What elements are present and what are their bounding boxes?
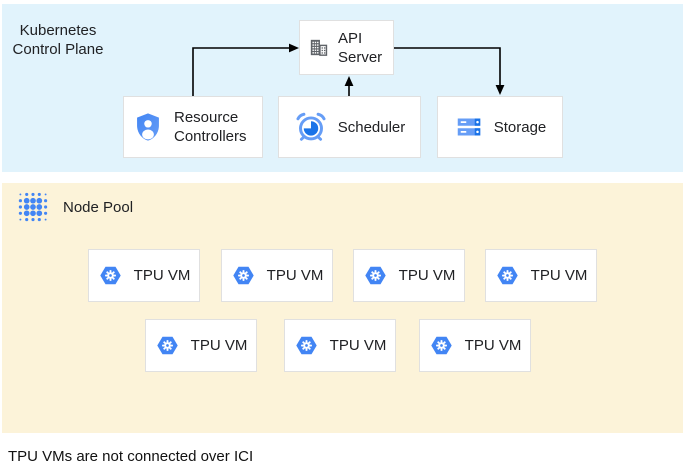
storage-label: Storage <box>493 118 547 136</box>
storage-box: Storage <box>437 96 563 158</box>
server-stack-icon <box>454 112 484 142</box>
api-server-box: API Server <box>299 20 394 75</box>
dot-cluster-icon <box>12 186 54 228</box>
tpu-hexagon-gear-icon <box>98 263 123 288</box>
tpu-vm-box: TPU VM <box>284 319 396 372</box>
tpu-hexagon-gear-icon <box>155 333 180 358</box>
building-icon <box>307 36 330 59</box>
tpu-vm-label: TPU VM <box>398 267 456 284</box>
tpu-vm-label: TPU VM <box>329 337 387 354</box>
tpu-vm-label: TPU VM <box>190 337 248 354</box>
node-pool-label: Node Pool <box>63 199 134 216</box>
diagram-caption: TPU VMs are not connected over ICI <box>8 448 254 465</box>
tpu-vm-label: TPU VM <box>530 267 588 284</box>
tpu-vm-box: TPU VM <box>221 249 333 302</box>
alarm-clock-icon <box>294 110 328 144</box>
tpu-vm-box: TPU VM <box>485 249 597 302</box>
tpu-vm-box: TPU VM <box>88 249 200 302</box>
tpu-hexagon-gear-icon <box>294 333 319 358</box>
tpu-hexagon-gear-icon <box>495 263 520 288</box>
tpu-vm-label: TPU VM <box>133 267 191 284</box>
tpu-hexagon-gear-icon <box>363 263 388 288</box>
tpu-hexagon-gear-icon <box>231 263 256 288</box>
tpu-hexagon-gear-icon <box>429 333 454 358</box>
scheduler-box: Scheduler <box>278 96 421 158</box>
resource-controllers-box: Resource Controllers <box>123 96 263 158</box>
api-server-label: API Server <box>338 29 383 66</box>
tpu-vm-box: TPU VM <box>145 319 257 372</box>
tpu-vm-box: TPU VM <box>419 319 531 372</box>
scheduler-label: Scheduler <box>337 118 406 136</box>
tpu-vm-label: TPU VM <box>266 267 324 284</box>
control-plane-title: Kubernetes Control Plane <box>12 22 104 58</box>
shield-user-icon <box>132 111 164 143</box>
node-pool-panel <box>2 183 683 433</box>
resource-controllers-label: Resource Controllers <box>174 109 247 145</box>
tpu-vm-box: TPU VM <box>353 249 465 302</box>
tpu-vm-label: TPU VM <box>464 337 522 354</box>
